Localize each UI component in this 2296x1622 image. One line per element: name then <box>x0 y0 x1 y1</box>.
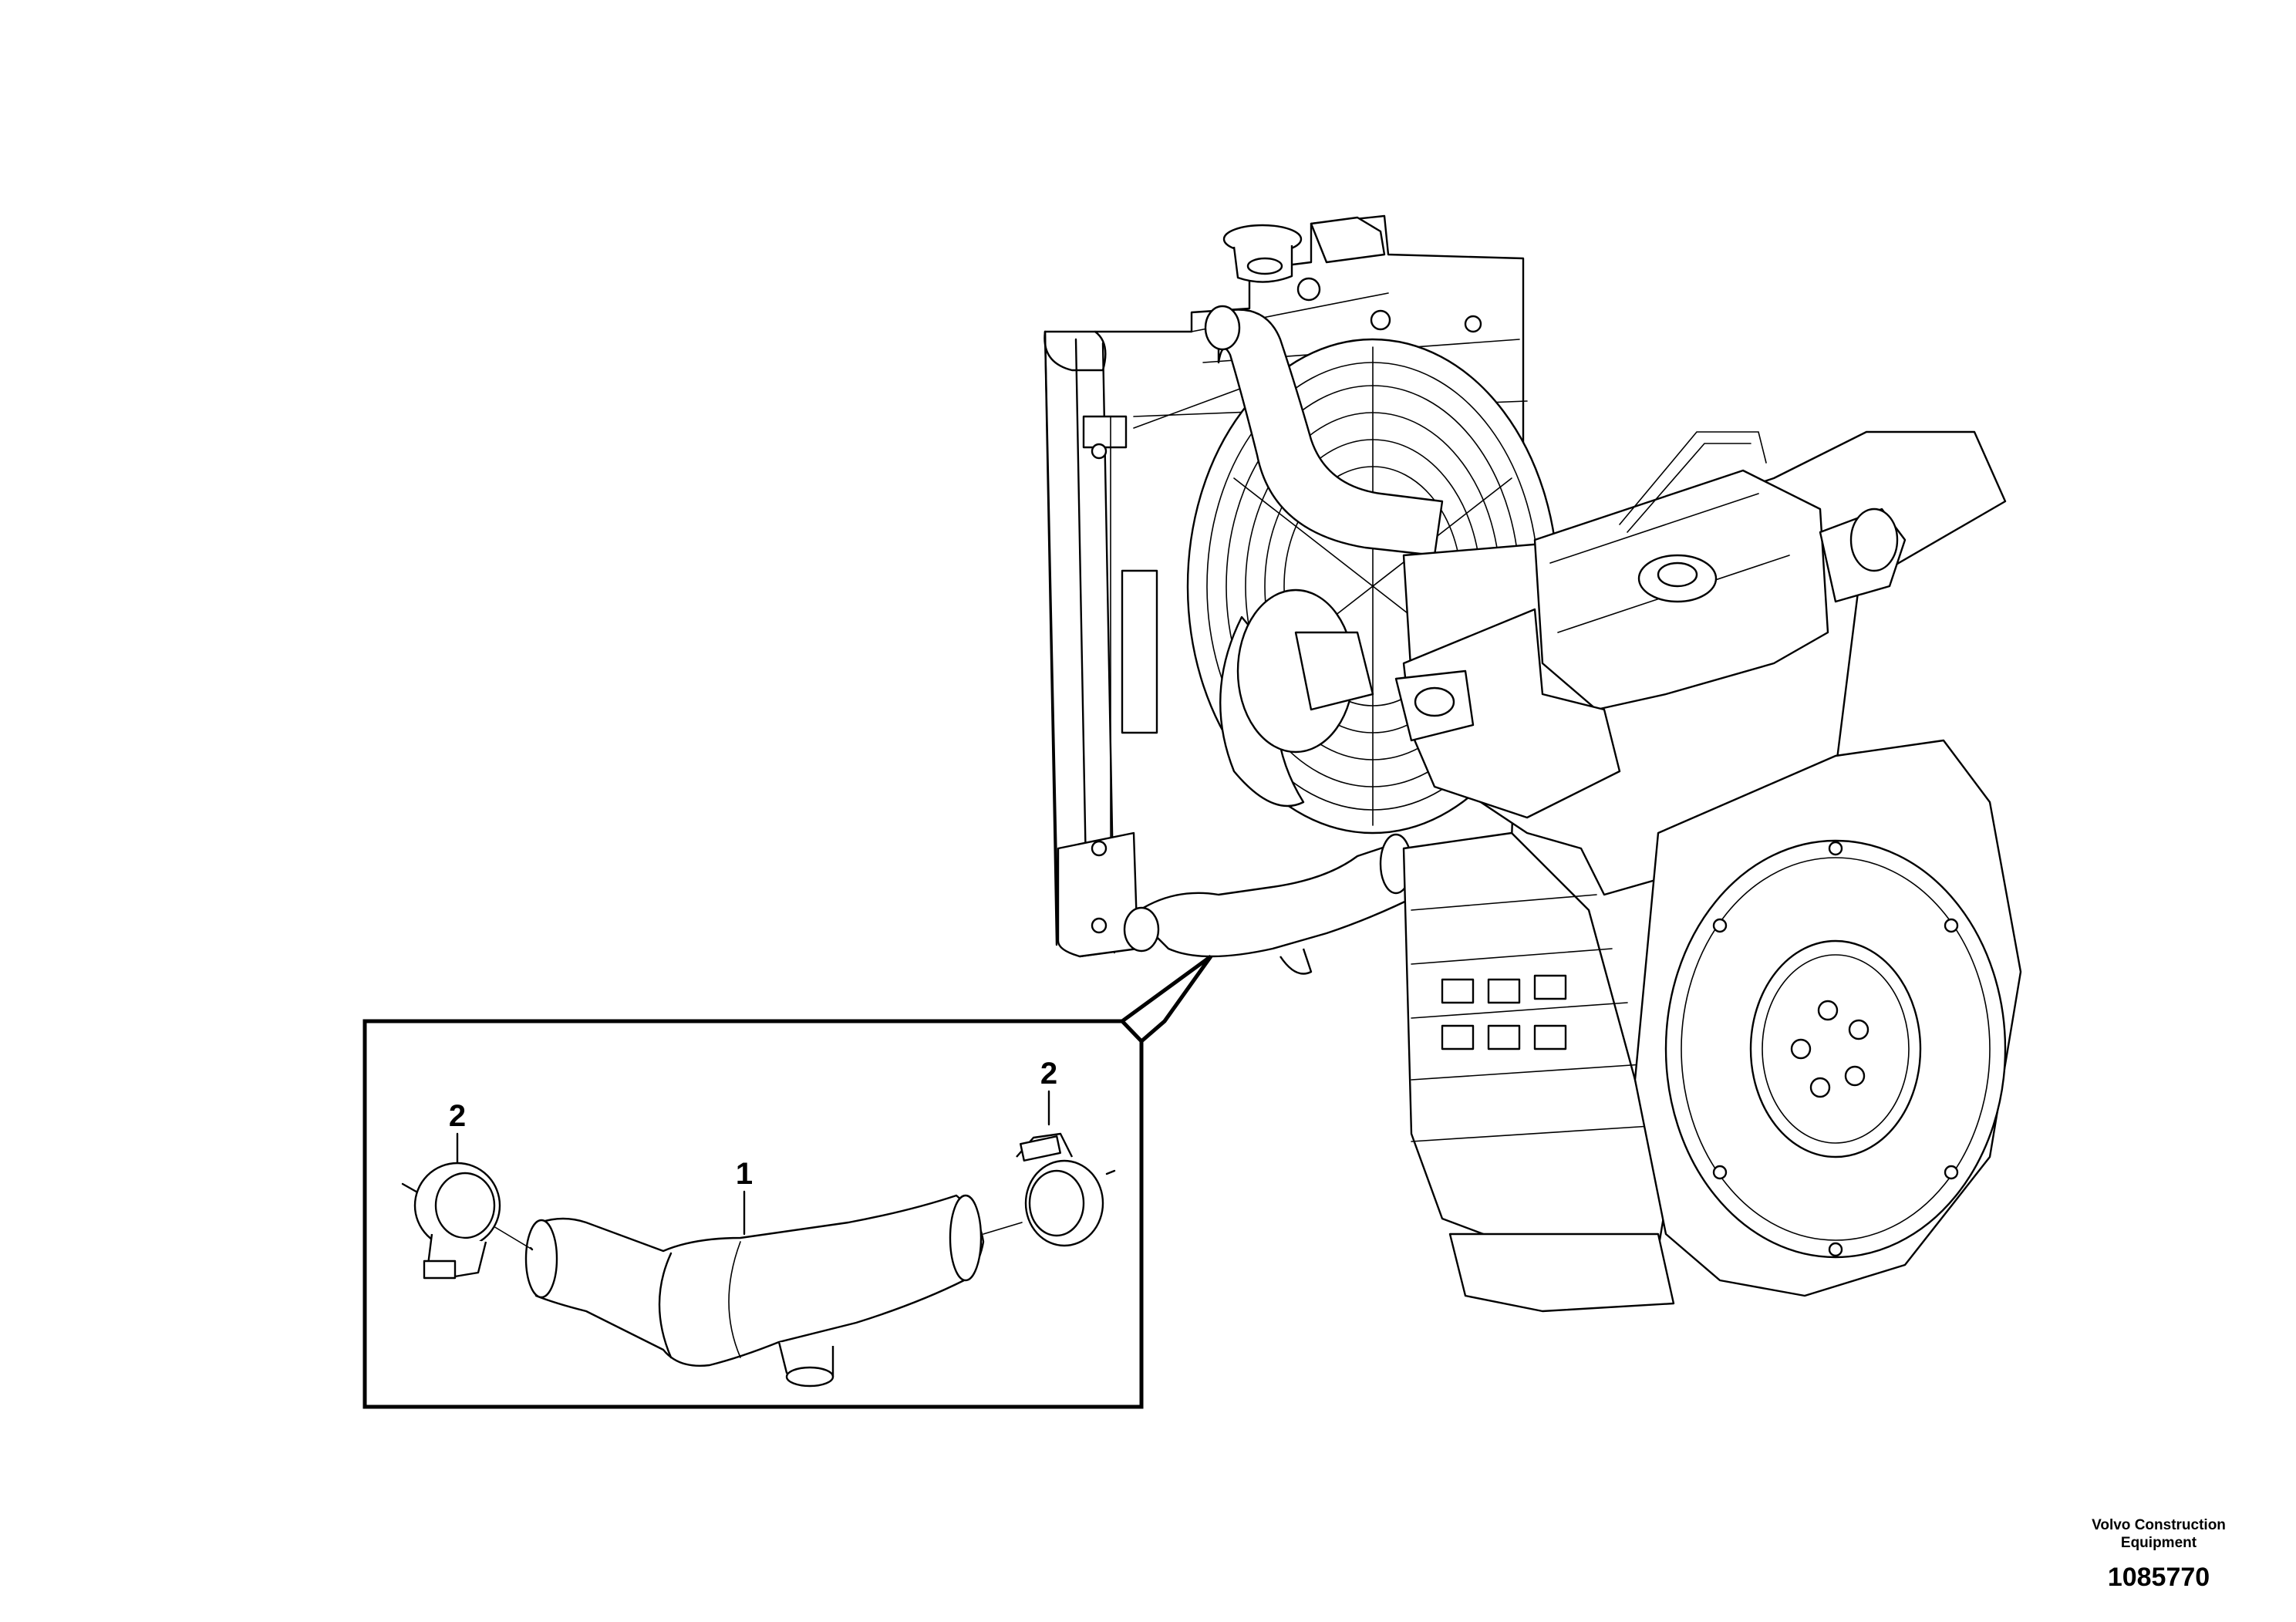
lower-radiator-hose-part <box>524 1194 985 1388</box>
callout-hose: 1 <box>736 1157 753 1191</box>
brand-label: Volvo Construction Equipment <box>2092 1517 2226 1551</box>
engine-assembly-illustration <box>1043 214 2022 1313</box>
figure-number: 1085770 <box>2107 1563 2210 1592</box>
callout-clamp-left: 2 <box>449 1099 466 1133</box>
engine-block <box>1236 430 2007 1313</box>
flywheel <box>1633 739 2022 1297</box>
callout-clamp-right: 2 <box>1040 1057 1057 1091</box>
hose-clamp-left <box>401 1132 534 1280</box>
hose-clamp-right <box>983 1090 1116 1247</box>
